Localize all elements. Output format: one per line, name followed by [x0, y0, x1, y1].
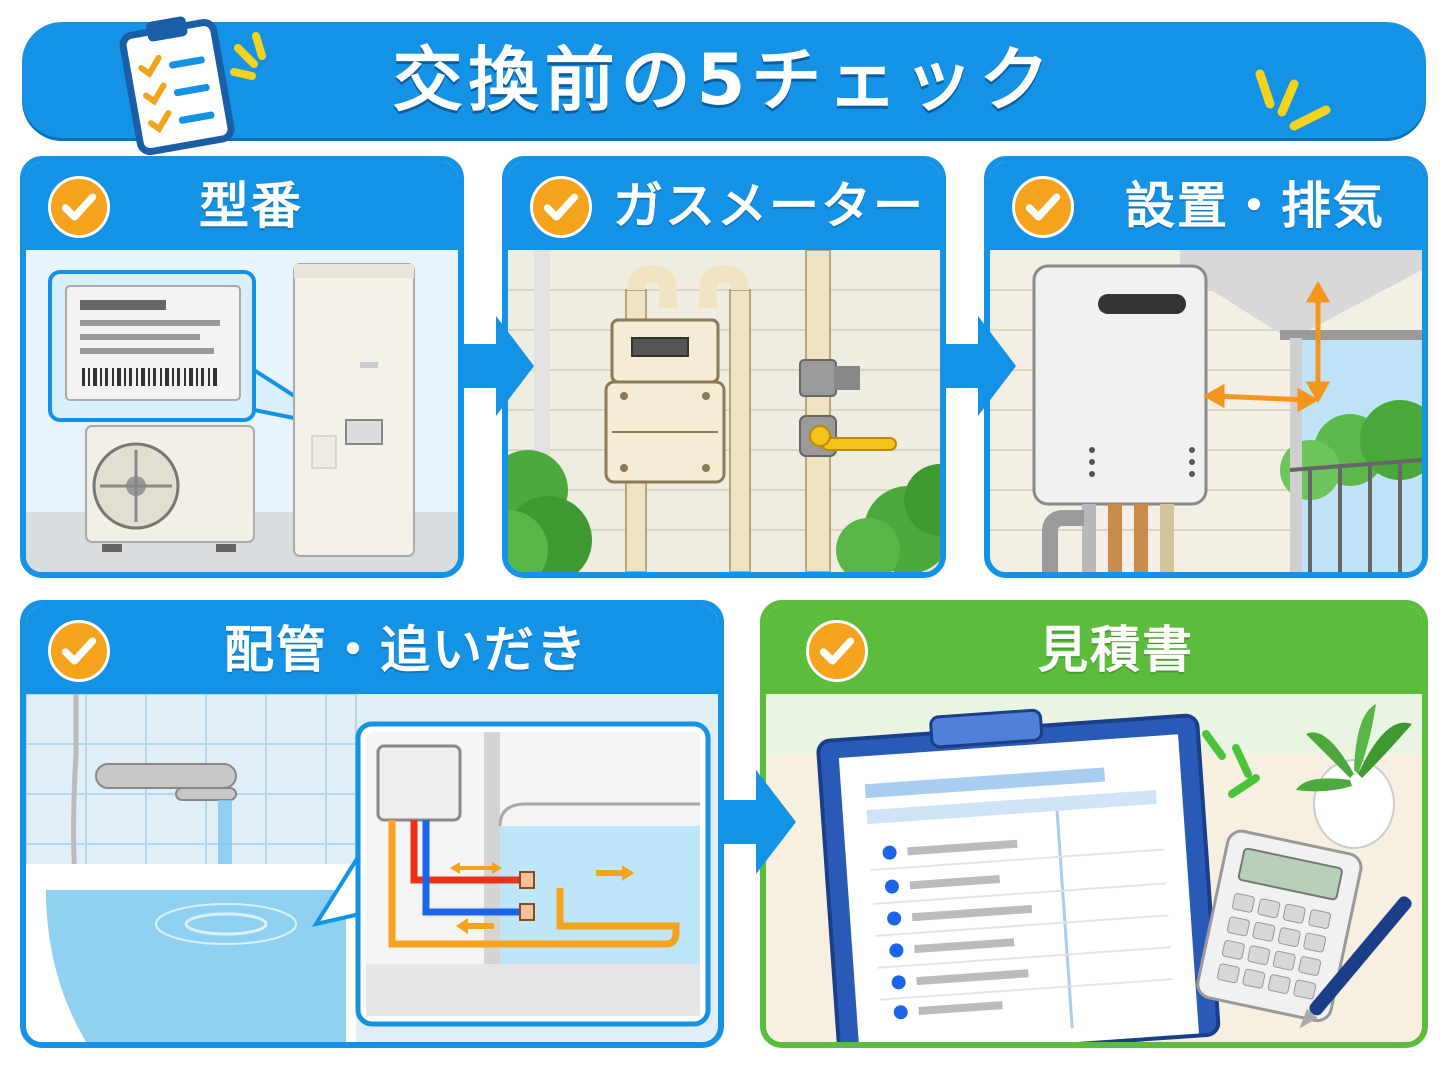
panel-title: 設置・排気	[1125, 177, 1385, 235]
check-icon	[48, 176, 110, 238]
panel-estimate: 見積書	[760, 600, 1428, 1048]
panel-installation-exhaust: 設置・排気	[984, 156, 1428, 578]
panel-header: ガスメーター	[508, 162, 940, 250]
panel-piping-reheat: 配管・追いだき	[20, 600, 724, 1048]
water-heater-illustration	[990, 250, 1422, 572]
model-label-illustration	[26, 250, 458, 572]
check-icon	[806, 620, 868, 682]
page-title: 交換前の5チェック	[392, 39, 1056, 121]
check-icon	[530, 176, 592, 238]
sparkle-right-icon	[1255, 69, 1331, 131]
panel-model-number: 型番	[20, 156, 464, 578]
sparkle-left-icon	[230, 32, 266, 80]
title-banner: 交換前の5チェック	[22, 22, 1426, 138]
panel-header: 型番	[26, 162, 458, 250]
panel-gas-meter: ガスメーター	[502, 156, 946, 578]
arrow-right-icon	[944, 316, 1016, 416]
panel-header: 配管・追いだき	[26, 606, 718, 694]
panel-title: ガスメーター	[613, 177, 925, 235]
bathtub-piping-illustration	[26, 694, 718, 1042]
panel-title: 型番	[199, 177, 303, 235]
arrow-right-icon	[462, 316, 534, 416]
estimate-document-illustration	[766, 694, 1422, 1042]
gas-meter-illustration	[508, 250, 940, 572]
panel-header: 見積書	[766, 606, 1422, 694]
check-icon	[48, 620, 110, 682]
panel-title: 配管・追いだき	[224, 621, 588, 679]
clipboard-checklist-icon	[119, 16, 235, 156]
panel-header: 設置・排気	[990, 162, 1422, 250]
arrow-right-icon	[720, 770, 796, 874]
check-icon	[1012, 176, 1074, 238]
panel-title: 見積書	[1038, 621, 1194, 679]
